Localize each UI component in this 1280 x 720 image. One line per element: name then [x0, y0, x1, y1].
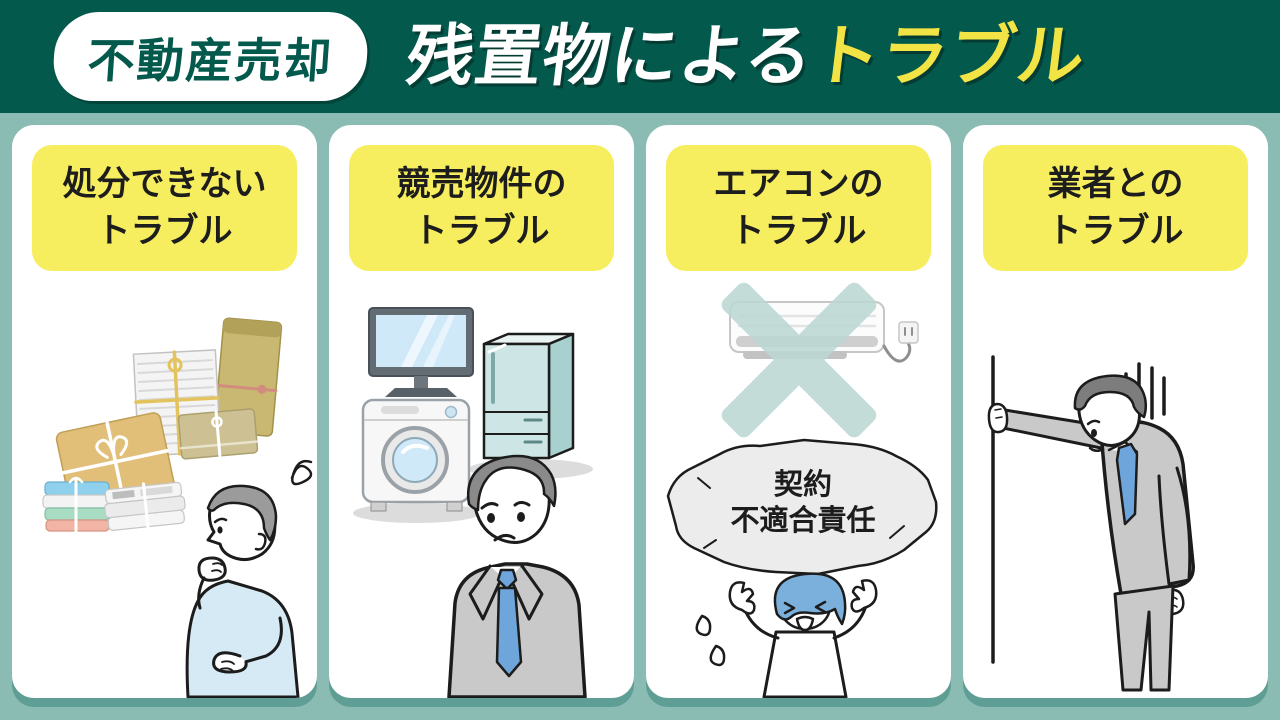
- title-main-text: 残置物による: [402, 19, 818, 94]
- card-aircon-trouble: エアコンの トラブル: [646, 125, 951, 698]
- card-title-line2: トラブル: [96, 212, 233, 250]
- category-badge-label: 不動産売却: [85, 34, 335, 87]
- cards-row: 処分できない トラブル: [0, 113, 1280, 698]
- card-title-line2: トラブル: [413, 212, 550, 250]
- illustration-area: [12, 271, 317, 698]
- confusion-scribble-icon: [290, 459, 313, 486]
- card-title-line1: エアコンの: [713, 164, 884, 203]
- cross-mark-icon: [721, 282, 877, 438]
- card-title-badge: 処分できない トラブル: [32, 145, 297, 271]
- paper-bag-bundle-icon: [213, 317, 283, 437]
- burden-rock-icon: 契約 不適合責任: [666, 438, 938, 576]
- tv-icon: [368, 307, 474, 397]
- card-disposal-trouble: 処分できない トラブル: [12, 125, 317, 698]
- burden-text-line2: 不適合責任: [730, 503, 875, 537]
- small-newspaper-bundle-icon: [104, 481, 186, 531]
- card-title-line2: トラブル: [730, 212, 867, 250]
- card-auction-trouble: 競売物件の トラブル: [329, 125, 634, 698]
- undisposable-items-illustration: [42, 317, 313, 698]
- title-accent-text: トラブル: [808, 19, 1090, 94]
- vendor-trouble-illustration: [987, 355, 1195, 692]
- burden-text-line1: 契約: [774, 467, 832, 501]
- illustration-area: [963, 271, 1268, 698]
- category-badge: 不動産売却: [50, 12, 371, 101]
- card-title-line2: トラブル: [1047, 212, 1184, 250]
- illustration-area: [329, 271, 634, 698]
- sad-suit-man-icon: [447, 454, 587, 698]
- crushed-person-icon: [695, 572, 878, 698]
- illustration-area: 契約 不適合責任: [646, 271, 951, 698]
- washing-machine-icon: [361, 398, 471, 512]
- card-title-line1: 競売物件の: [396, 164, 567, 203]
- auction-property-illustration: [353, 307, 593, 698]
- leaning-man-icon: [987, 374, 1195, 692]
- card-title-badge: 業者との トラブル: [983, 145, 1248, 271]
- refrigerator-icon: [482, 332, 575, 460]
- aircon-trouble-illustration: 契約 不適合責任: [666, 282, 938, 698]
- magazine-bundle-icon: [177, 408, 259, 460]
- card-title-badge: エアコンの トラブル: [666, 145, 931, 271]
- card-title-line1: 業者との: [1047, 164, 1184, 203]
- card-title-line1: 処分できない: [62, 164, 267, 203]
- header-band: 不動産売却 残置物によるトラブル: [0, 0, 1280, 113]
- page-title: 残置物によるトラブル: [402, 19, 1089, 94]
- card-title-badge: 競売物件の トラブル: [349, 145, 614, 271]
- card-vendor-trouble: 業者との トラブル: [963, 125, 1268, 698]
- book-stack-icon: [42, 476, 111, 534]
- thinking-man-icon: [185, 459, 313, 698]
